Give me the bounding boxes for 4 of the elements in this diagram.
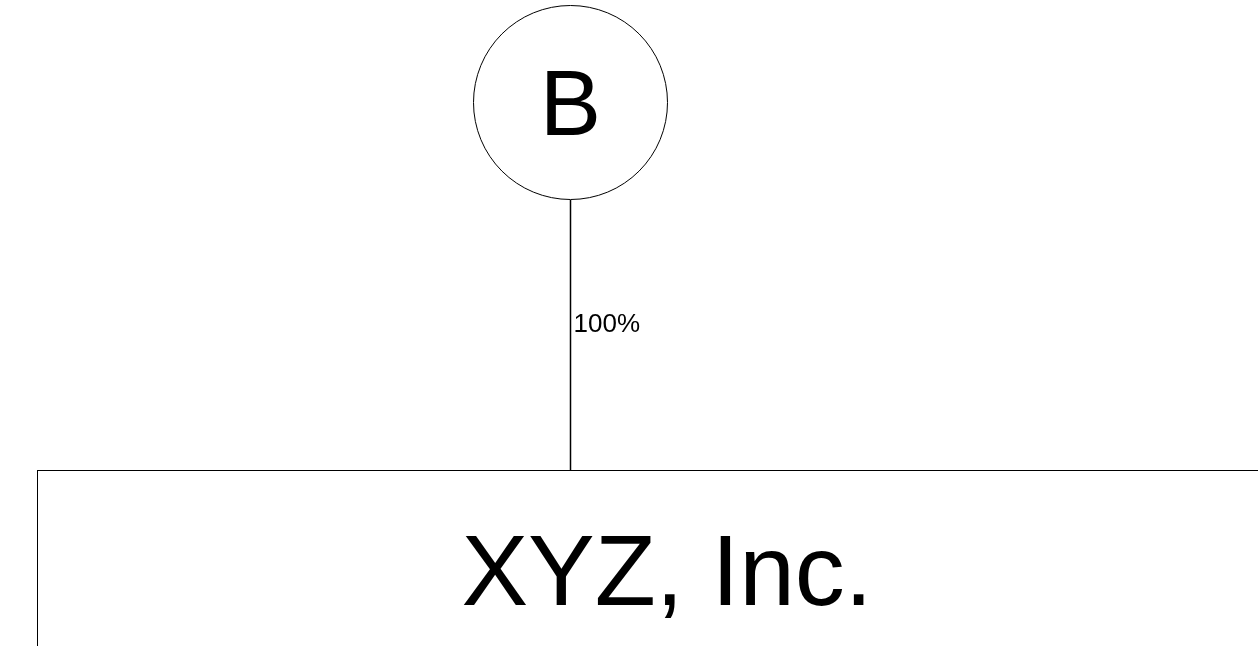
entity-name: XYZ, Inc.: [461, 520, 873, 620]
connector-line: [569, 199, 572, 471]
entity-box: [37, 470, 1258, 646]
node-letter: B: [539, 56, 602, 149]
